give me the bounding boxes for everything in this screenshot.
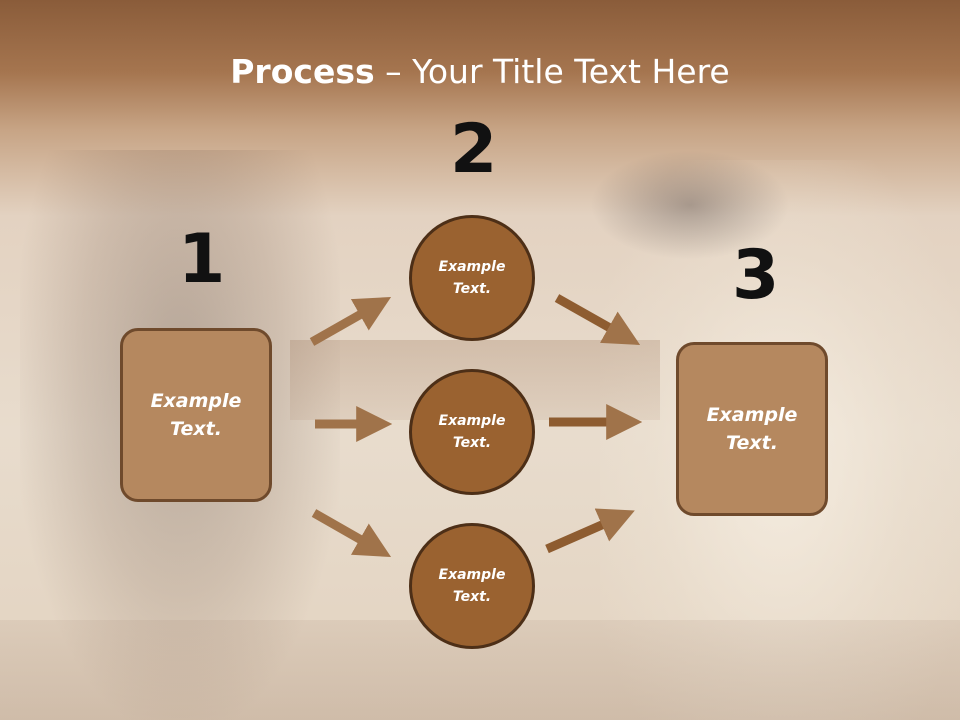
circle-step-bottom[interactable]: Example Text.: [409, 523, 535, 649]
circle-bottom-text: Example Text.: [438, 566, 506, 605]
right-step-box[interactable]: Example Text.: [676, 342, 828, 516]
right-box-text: Example Text.: [706, 403, 798, 455]
left-box-text: Example Text.: [150, 389, 242, 441]
circle-step-middle[interactable]: Example Text.: [409, 369, 535, 495]
circle-step-top[interactable]: Example Text.: [409, 215, 535, 341]
step-number-1: 1: [178, 220, 226, 299]
title-bold: Process: [230, 52, 375, 91]
background-photo-hair: [590, 150, 790, 260]
arrow-top-to-right: [554, 294, 641, 345]
step-number-3: 3: [732, 236, 780, 315]
title-rest: – Your Title Text Here: [374, 52, 730, 91]
arrow-bottom-to-right: [545, 508, 635, 554]
step-number-2: 2: [450, 110, 498, 189]
arrow-left-to-top: [309, 296, 392, 346]
circle-middle-text: Example Text.: [438, 412, 506, 451]
circle-top-text: Example Text.: [438, 258, 506, 297]
slide-title: Process – Your Title Text Here: [0, 52, 960, 91]
left-step-box[interactable]: Example Text.: [120, 328, 272, 502]
arrow-left-to-bottom: [311, 509, 392, 558]
